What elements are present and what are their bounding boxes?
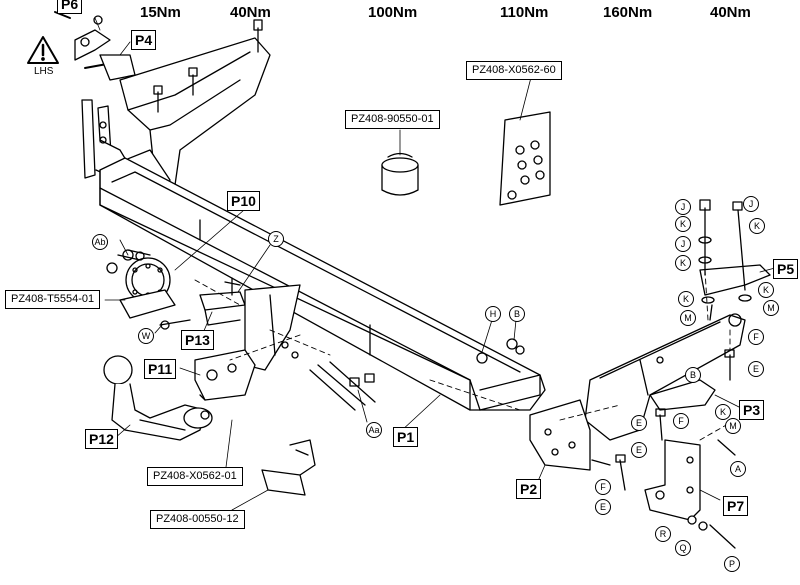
fastener-callout: F (673, 413, 689, 429)
fastener-callout: B (685, 367, 701, 383)
position-label-p10: P10 (227, 191, 260, 211)
fastener-callout: R (655, 526, 671, 542)
fastener-callout: M (763, 300, 779, 316)
position-label-p12: P12 (85, 429, 118, 449)
torque-label: 100Nm (368, 4, 418, 21)
ball-cover-cup (381, 152, 419, 196)
fastener-callout: B (509, 306, 525, 322)
fastener-callout: M (680, 310, 696, 326)
fastener-callout: K (758, 282, 774, 298)
fastener-callout: A (730, 461, 746, 477)
position-label-p5: P5 (773, 259, 799, 279)
torque-label: 40Nm (230, 4, 271, 21)
position-label-p1: P1 (393, 427, 419, 447)
fastener-callout: K (678, 291, 694, 307)
fastener-callout: E (631, 415, 647, 431)
fastener-callout: Z (268, 231, 284, 247)
centre-mount-bracket (244, 284, 301, 371)
torque-label: 160Nm (603, 4, 653, 21)
fastener-callout: K (675, 216, 691, 232)
fastener-callout: H (485, 306, 501, 322)
fastener-callout: E (748, 361, 764, 377)
fastener-callout: F (595, 479, 611, 495)
fastener-callout: J (675, 199, 691, 215)
part-number-socket: PZ408-00550-12 (150, 510, 245, 529)
fastener-callout: F (748, 329, 764, 345)
position-label-p2: P2 (516, 479, 542, 499)
fastener-callout: Q (675, 540, 691, 556)
fastener-callout: J (743, 196, 759, 212)
fastener-callout: K (715, 404, 731, 420)
part-number-bracket-kit: PZ408-X0562-60 (466, 61, 562, 80)
part-number-ball-cover: PZ408-90550-01 (345, 110, 440, 129)
fastener-callout: K (749, 218, 765, 234)
torque-label: 110Nm (500, 4, 549, 21)
torque-label: 40Nm (710, 4, 751, 21)
part-number-socket-plate: PZ408-T5554-01 (5, 290, 101, 309)
bolt-kit-bag (499, 111, 551, 206)
lhs-warning-label: LHS (34, 66, 54, 77)
fastener-callout: P (724, 556, 740, 572)
tow-ball-neck (103, 349, 256, 441)
centre-fasteners (476, 338, 736, 549)
fastener-callout: Ab (92, 234, 108, 250)
fastener-callout: W (138, 328, 154, 344)
position-label-p4: P4 (131, 30, 157, 50)
position-label-p7: P7 (723, 496, 749, 516)
electric-socket (261, 439, 316, 496)
main-crossbar (99, 157, 546, 411)
socket-plate (106, 249, 176, 319)
right-side-bracket (529, 313, 746, 471)
p5-bracket (698, 199, 771, 321)
position-label-p6: P6 (57, 0, 83, 14)
p7-bracket (644, 439, 701, 521)
position-label-p3: P3 (739, 400, 765, 420)
fastener-callout: J (675, 236, 691, 252)
fastener-callout: E (631, 442, 647, 458)
fastener-callout: K (675, 255, 691, 271)
position-label-p13: P13 (181, 330, 214, 350)
fastener-callout: E (595, 499, 611, 515)
fastener-callout: Aa (366, 422, 382, 438)
position-label-p11: P11 (144, 359, 177, 379)
part-number-lock-kit: PZ408-X0562-01 (147, 467, 243, 486)
warning-triangle-icon (28, 37, 58, 63)
torque-label: 15Nm (140, 4, 181, 21)
fastener-callout: M (725, 418, 741, 434)
long-bolts (309, 361, 376, 411)
lhs-arrows (54, 11, 136, 81)
